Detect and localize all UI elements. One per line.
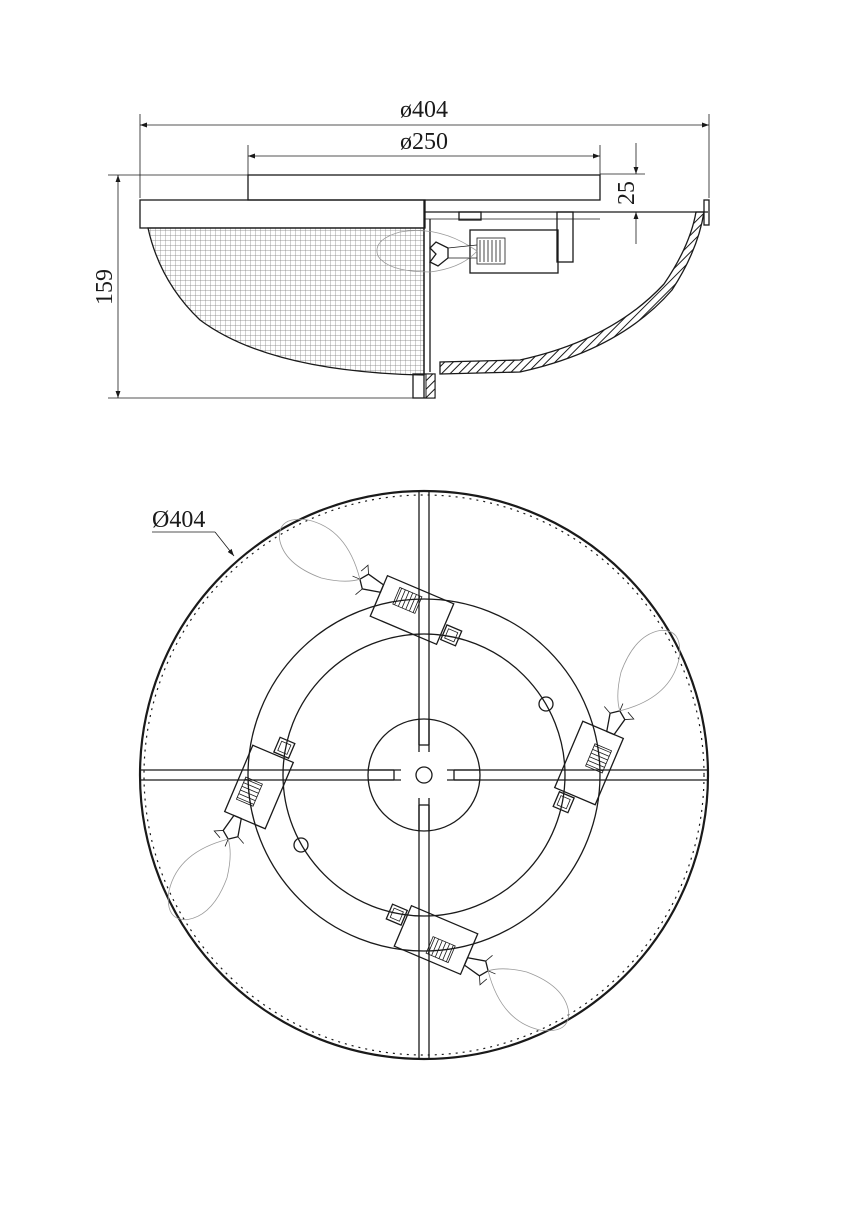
center-bolt <box>415 766 433 784</box>
center-hub <box>367 718 481 832</box>
ring-hole <box>538 696 554 712</box>
dimension-outer-diameter: ø404 <box>139 97 710 198</box>
lamp-socket-side <box>376 211 574 274</box>
outer-ring-rail <box>247 598 601 952</box>
dim-label-bottom-diameter: Ø404 <box>152 507 205 533</box>
bottom-view: Ø404 <box>138 489 710 1061</box>
dim-label-base-height: 25 <box>614 181 640 205</box>
mesh-shade-exterior <box>147 227 425 376</box>
dimension-bottom-outer-diameter: Ø404 <box>152 507 235 557</box>
shade-section-cut <box>439 211 705 375</box>
shade-top-rim <box>139 199 426 229</box>
inner-ring-rail <box>282 633 566 917</box>
shade-outer-circle <box>138 489 710 1061</box>
ceiling-base-plate <box>247 174 601 201</box>
lamp-assembly <box>278 518 463 647</box>
dim-label-outer-diameter: ø404 <box>400 97 448 123</box>
dim-label-total-height: 159 <box>92 269 118 305</box>
dimension-total-height: 159 <box>92 174 420 399</box>
ring-hole <box>293 837 309 853</box>
side-view: ø404 ø250 25 159 <box>92 97 710 399</box>
frame-cross-arms <box>140 491 708 1059</box>
dim-label-base-diameter: ø250 <box>400 129 448 155</box>
dimension-base-height: 25 <box>600 143 645 244</box>
dimension-base-diameter: ø250 <box>247 129 601 200</box>
